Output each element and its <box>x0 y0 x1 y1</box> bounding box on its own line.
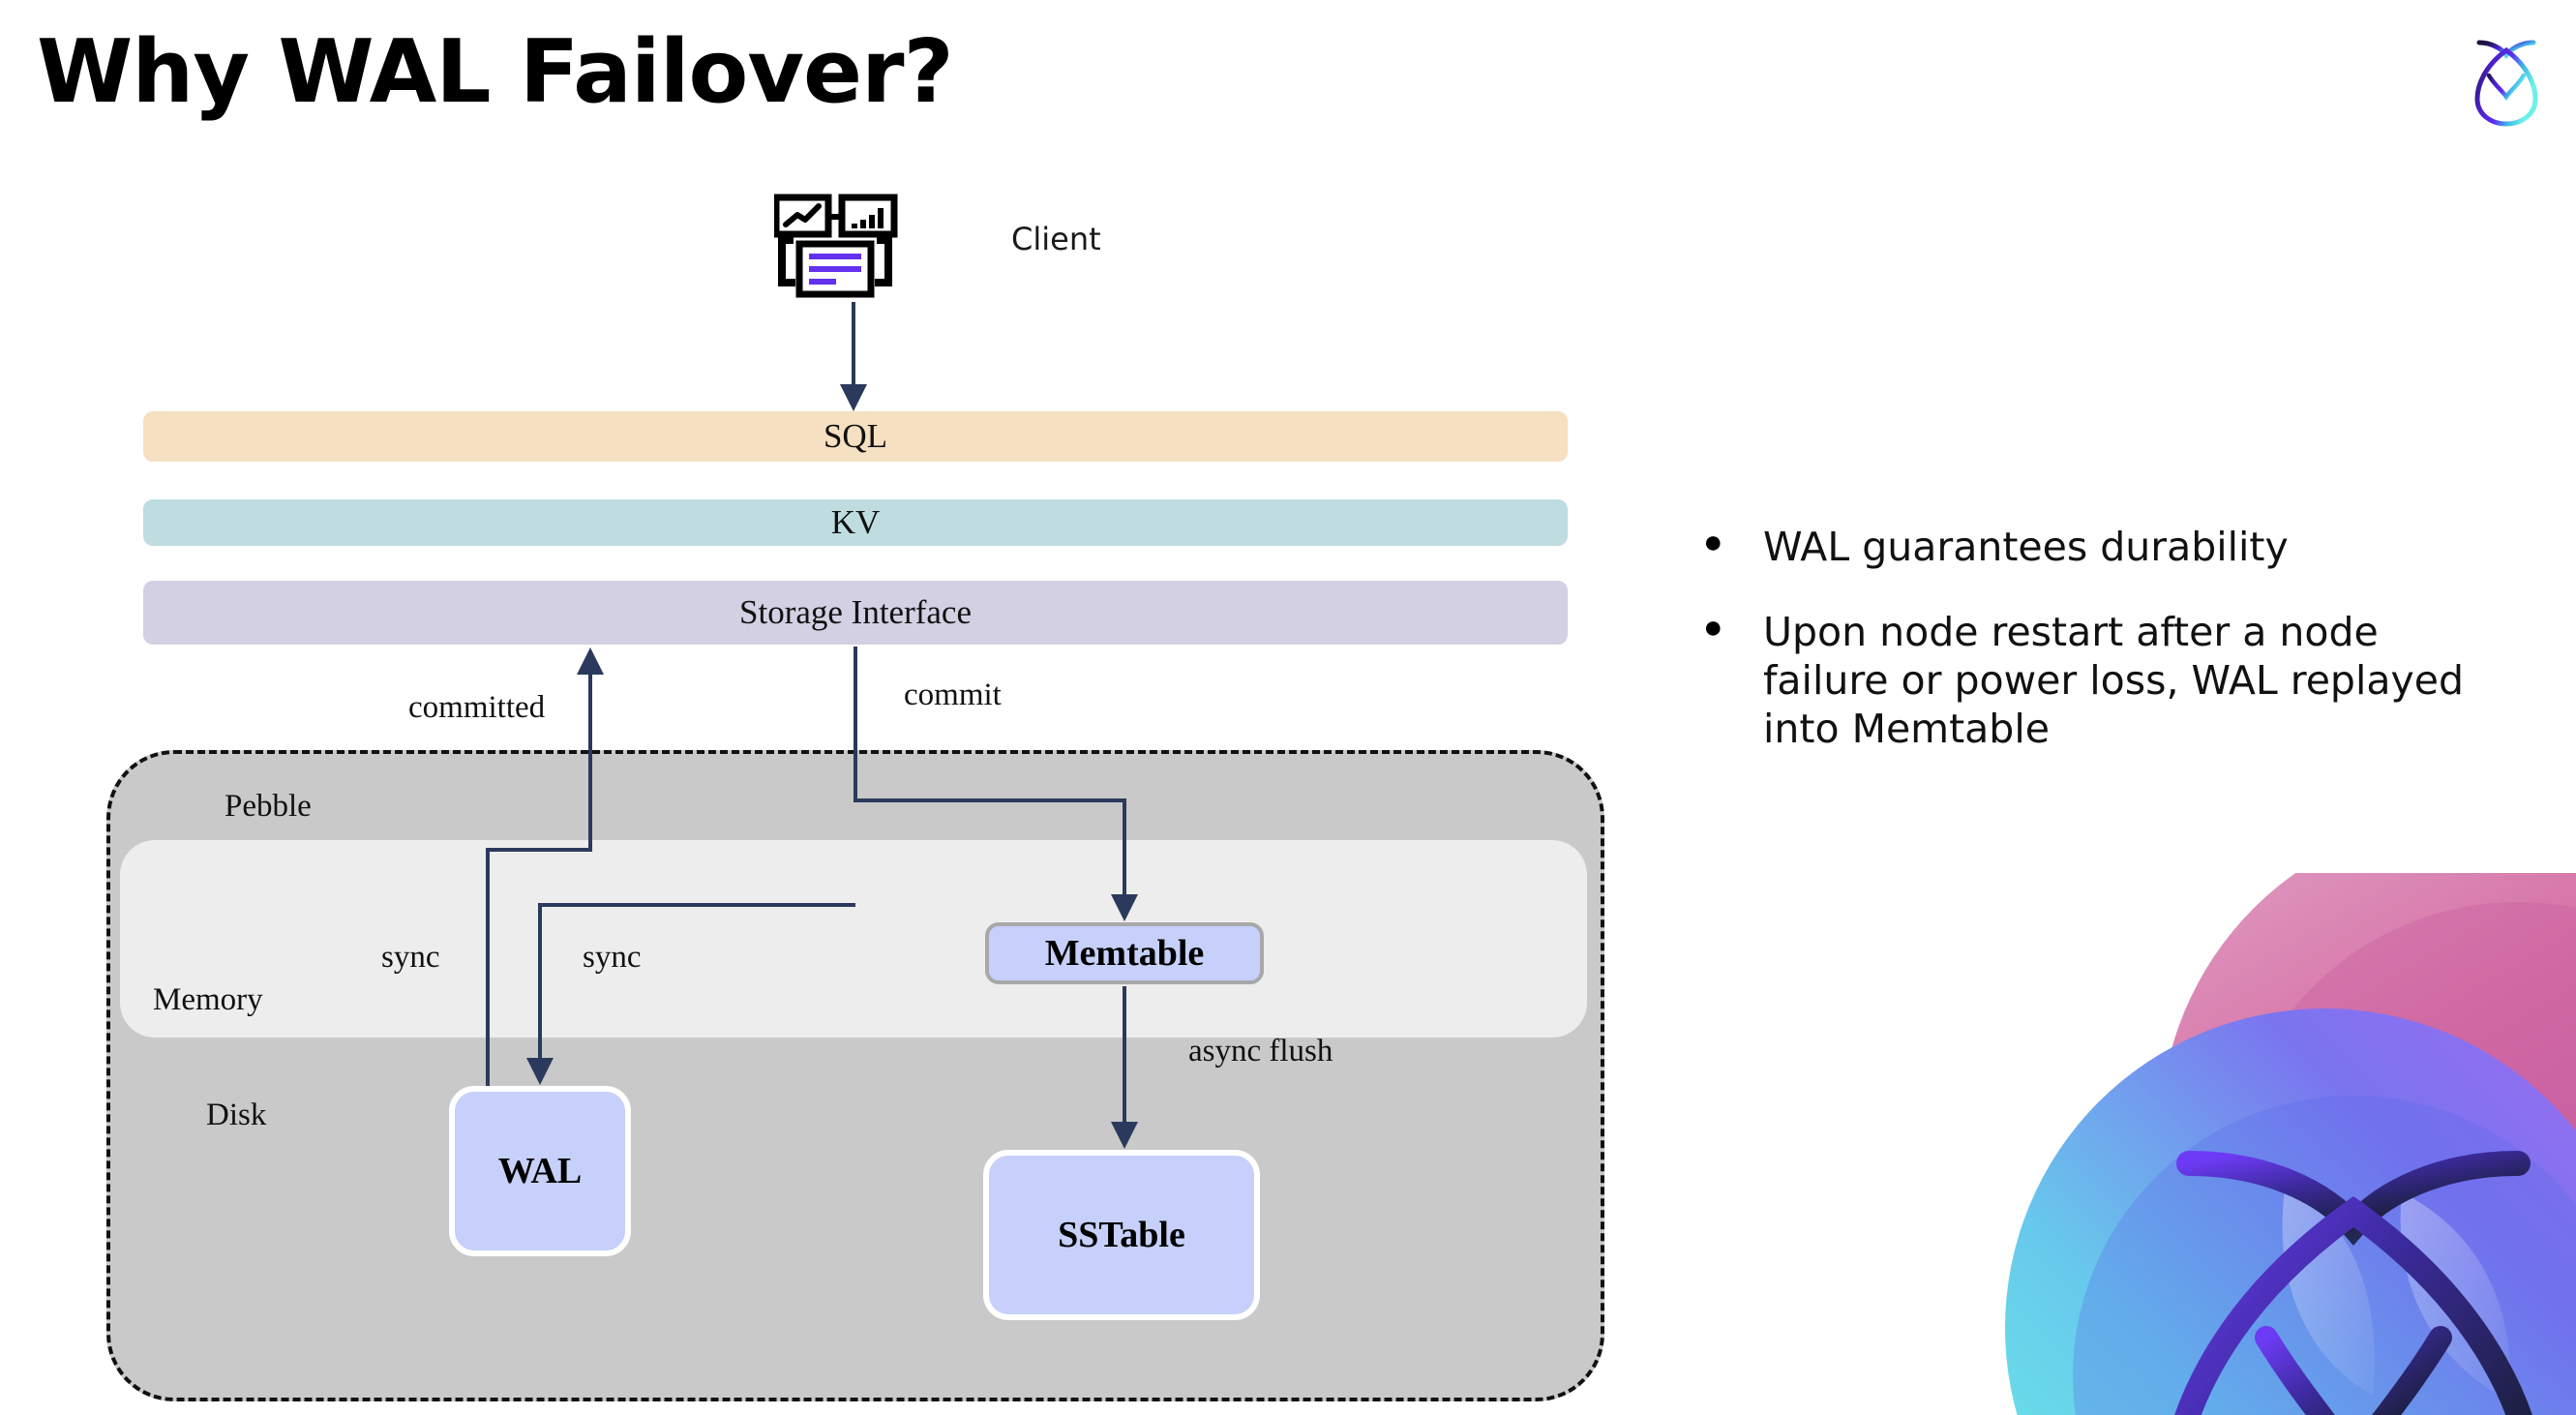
list-item: ● Upon node restart after a node failure… <box>1703 608 2516 753</box>
layer-label-sql: SQL <box>823 417 888 455</box>
architecture-diagram: Client SQL KV Storage Interface Pebble M… <box>106 194 1604 1401</box>
memory-label: Memory <box>153 982 263 1017</box>
edge-label-sync-1: sync <box>381 940 440 975</box>
decorative-logo-watermark <box>1899 873 2576 1415</box>
layer-bar-kv: KV <box>143 499 1568 546</box>
bullet-text: Upon node restart after a node failure o… <box>1763 609 2464 753</box>
cockroachdb-logo-icon <box>2458 25 2555 141</box>
component-label-wal: WAL <box>497 1151 583 1191</box>
layer-label-storage-interface: Storage Interface <box>739 593 972 631</box>
memory-region <box>120 840 1587 1038</box>
pebble-label: Pebble <box>225 789 312 824</box>
bullet-text: WAL guarantees durability <box>1763 524 2289 570</box>
edge-label-async-flush: async flush <box>1188 1034 1333 1069</box>
list-item: ● WAL guarantees durability <box>1703 523 2516 571</box>
component-label-memtable: Memtable <box>1044 933 1205 974</box>
edge-label-committed: committed <box>408 690 546 725</box>
layer-label-kv: KV <box>830 503 881 541</box>
component-box-wal: WAL <box>449 1086 631 1256</box>
layer-bar-sql: SQL <box>143 411 1568 462</box>
page-title: Why WAL Failover? <box>37 21 954 123</box>
edge-label-sync-2: sync <box>583 940 642 975</box>
bullet-marker-icon: ● <box>1703 609 1723 647</box>
layer-bar-storage-interface: Storage Interface <box>143 581 1568 645</box>
client-dashboard-icon <box>772 194 929 310</box>
bullet-marker-icon: ● <box>1703 524 1723 560</box>
disk-label: Disk <box>206 1098 267 1132</box>
component-box-sstable: SSTable <box>983 1150 1260 1320</box>
client-label: Client <box>1011 221 1101 257</box>
edge-label-commit: commit <box>904 677 1002 712</box>
component-box-memtable: Memtable <box>985 922 1264 984</box>
bullet-list: ● WAL guarantees durability ● Upon node … <box>1703 523 2516 790</box>
component-label-sstable: SSTable <box>1058 1215 1185 1255</box>
